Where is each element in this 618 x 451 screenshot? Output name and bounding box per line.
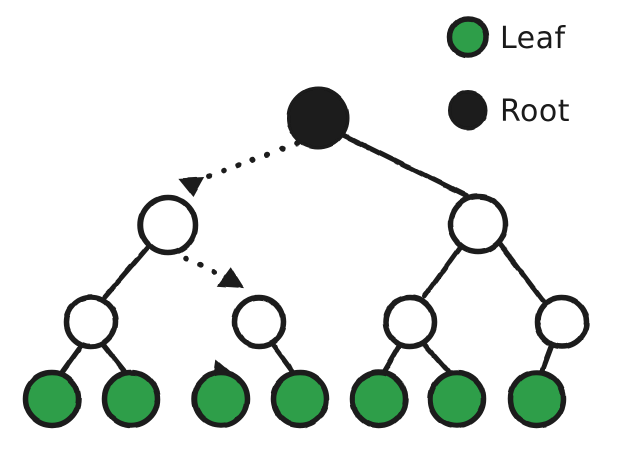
leaf-node[interactable] — [427, 369, 487, 429]
node-circle — [270, 369, 330, 429]
arrowhead-icon — [217, 267, 244, 289]
tree-edge — [422, 342, 451, 374]
arrowhead-icon — [177, 177, 205, 197]
internal-node[interactable] — [447, 193, 509, 255]
tree-edge — [338, 131, 469, 199]
node-circle — [137, 194, 199, 256]
internal-node[interactable] — [382, 294, 438, 350]
traversal-arrow — [183, 255, 244, 289]
node-circle — [447, 193, 509, 255]
leaf-node[interactable] — [507, 369, 567, 429]
tree-edge — [270, 342, 295, 374]
legend-label-leaf: Leaf — [500, 21, 567, 56]
legend-item-root: Root — [448, 90, 570, 130]
node-circle — [534, 294, 590, 350]
tree-edge — [101, 343, 127, 374]
node-circle — [286, 86, 350, 150]
node-circle — [382, 294, 438, 350]
node-circle — [101, 369, 161, 429]
tree-edge — [59, 344, 83, 375]
node-circle — [63, 294, 119, 350]
tree-edge — [497, 241, 546, 304]
root-node[interactable] — [286, 86, 350, 150]
leaf-node[interactable] — [191, 369, 251, 429]
dotted-arrow-line — [183, 255, 228, 281]
tree-edge — [421, 244, 463, 300]
traversal-arrow — [177, 140, 300, 197]
internal-node[interactable] — [231, 294, 287, 350]
node-circle — [349, 369, 409, 429]
edges-layer — [59, 131, 554, 375]
legend-marker-leaf-icon — [446, 15, 490, 59]
legend-label-root: Root — [500, 94, 570, 129]
leaf-node[interactable] — [349, 369, 409, 429]
node-circle — [22, 369, 82, 429]
node-circle — [191, 369, 251, 429]
internal-node[interactable] — [137, 194, 199, 256]
internal-node[interactable] — [63, 294, 119, 350]
dotted-arrow-line — [193, 140, 300, 184]
tree-edge — [382, 344, 402, 374]
leaf-node[interactable] — [22, 369, 82, 429]
leaf-node[interactable] — [270, 369, 330, 429]
node-circle — [507, 369, 567, 429]
internal-node[interactable] — [534, 294, 590, 350]
tree-edge — [102, 244, 151, 300]
leaf-node[interactable] — [101, 369, 161, 429]
nodes-layer — [22, 86, 590, 429]
node-circle — [231, 294, 287, 350]
tree-edge — [539, 344, 554, 374]
node-circle — [427, 369, 487, 429]
legend-item-leaf: Leaf — [446, 15, 567, 59]
legend-marker-root-icon — [448, 90, 488, 130]
